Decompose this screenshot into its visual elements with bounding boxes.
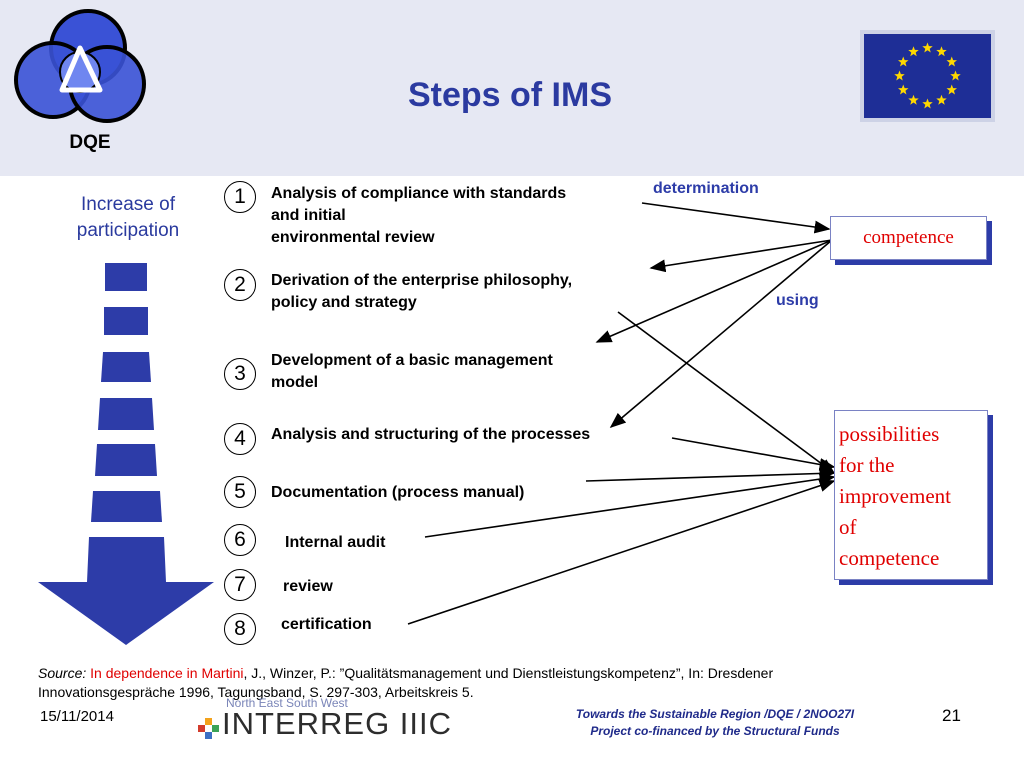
step-number-2: 2 <box>224 269 256 301</box>
eu-star-icon <box>908 46 919 57</box>
step-number-1: 1 <box>224 181 256 213</box>
step-7-line-1: review <box>283 578 333 595</box>
left-title-line-2: participation <box>76 220 180 241</box>
step-8-line-1: certification <box>281 616 372 633</box>
logo-label: DQE <box>69 132 111 153</box>
arrow-block-3 <box>101 352 151 382</box>
competence-box: competence <box>830 216 987 260</box>
arrow-block-6 <box>91 491 162 522</box>
arrow-head <box>38 537 214 645</box>
eu-star-icon <box>936 94 947 105</box>
source-prefix: Source: <box>38 665 87 681</box>
step-number-6: 6 <box>224 524 256 556</box>
step-3-line-1: Development of a basic management <box>271 352 553 369</box>
step-number-4: 4 <box>224 423 256 455</box>
footer-mid-line-2: Project co-financed by the Structural Fu… <box>590 724 840 738</box>
eu-star-icon <box>898 84 909 95</box>
eu-star-icon <box>936 46 947 57</box>
eu-star-icon <box>922 98 933 109</box>
step-2-line-2: policy and strategy <box>271 294 417 311</box>
connector-2-possibilities <box>617 311 836 474</box>
arrow-block-4 <box>98 398 154 430</box>
step-4-text: Analysis and structuring of the processe… <box>271 424 590 446</box>
left-title: Increase of participation <box>48 192 208 244</box>
connector-competence-2 <box>649 239 833 273</box>
step-number-5: 5 <box>224 476 256 508</box>
header-band <box>0 0 1024 176</box>
step-1-line-3: environmental review <box>271 229 435 246</box>
connector-competence-3 <box>595 239 833 343</box>
step-8-text: certification <box>281 614 372 636</box>
step-1-line-1: Analysis of compliance with standards <box>271 185 567 202</box>
arrow-block-5 <box>95 444 157 476</box>
page-title: Steps of IMS <box>407 76 613 114</box>
step-number-7: 7 <box>224 569 256 601</box>
footer-project-text: Towards the Sustainable Region /DQE / 2N… <box>500 706 930 740</box>
step-3-line-2: model <box>271 374 319 391</box>
step-2-text: Derivation of the enterprise philosophy,… <box>271 270 572 314</box>
step-7-text: review <box>283 576 333 598</box>
source-citation: Source: In dependence in Martini, J., Wi… <box>38 664 998 702</box>
eu-star-icon <box>908 94 919 105</box>
possibilities-line-1: possibilities <box>839 422 940 446</box>
eu-star-icon <box>922 42 933 53</box>
step-4-line-1: Analysis and structuring of the processe… <box>271 426 591 443</box>
possibilities-line-4: of <box>839 515 857 539</box>
determination-label: determination <box>653 180 759 197</box>
eu-star-icon <box>894 70 905 81</box>
step-number-8: 8 <box>224 613 256 645</box>
arrow-block-2 <box>104 307 148 335</box>
connector-4-possibilities <box>671 437 836 471</box>
footer-date: 15/11/2014 <box>40 708 114 725</box>
eu-star-icon <box>946 56 957 67</box>
participation-arrow <box>38 263 214 645</box>
step-2-line-1: Derivation of the enterprise philosophy, <box>271 272 573 289</box>
eu-star-icon <box>950 70 961 81</box>
interreg-logo-text: INTERREG IIIC <box>222 706 453 741</box>
possibilities-box: possibilities for the improvement of com… <box>834 410 988 580</box>
possibilities-line-5: competence <box>839 546 940 570</box>
page-number: 21 <box>942 706 961 725</box>
connector-5-possibilities <box>585 467 836 482</box>
step-5-text: Documentation (process manual) <box>271 482 524 504</box>
step-5-line-1: Documentation (process manual) <box>271 484 525 501</box>
eu-star-icon <box>946 84 957 95</box>
connector-competence-4 <box>609 239 833 429</box>
left-title-line-1: Increase of <box>81 194 175 215</box>
possibilities-line-2: for the <box>839 453 895 477</box>
possibilities-line-3: improvement <box>839 484 951 508</box>
arrow-block-1 <box>105 263 147 291</box>
step-6-line-1: Internal audit <box>285 534 386 551</box>
connector-1-competence <box>641 202 831 234</box>
interreg-subtitle: North East South West <box>226 696 348 710</box>
source-line-2: Innovationsgespräche 1996, Tagungsband, … <box>38 684 474 700</box>
step-number-3: 3 <box>224 358 256 390</box>
eu-star-icon <box>898 56 909 67</box>
eu-flag-icon <box>860 30 995 122</box>
footer-mid-line-1: Towards the Sustainable Region /DQE / 2N… <box>575 707 855 721</box>
source-line-1: , J., Winzer, P.: ”Qualitätsmanagement u… <box>243 665 774 681</box>
using-label: using <box>776 292 819 309</box>
step-1-text: Analysis of compliance with standards an… <box>271 183 566 249</box>
step-1-line-2: and initial <box>271 207 346 224</box>
step-6-text: Internal audit <box>285 532 385 554</box>
source-highlight: In dependence in Martini <box>90 665 244 681</box>
step-3-text: Development of a basic management model <box>271 350 553 394</box>
